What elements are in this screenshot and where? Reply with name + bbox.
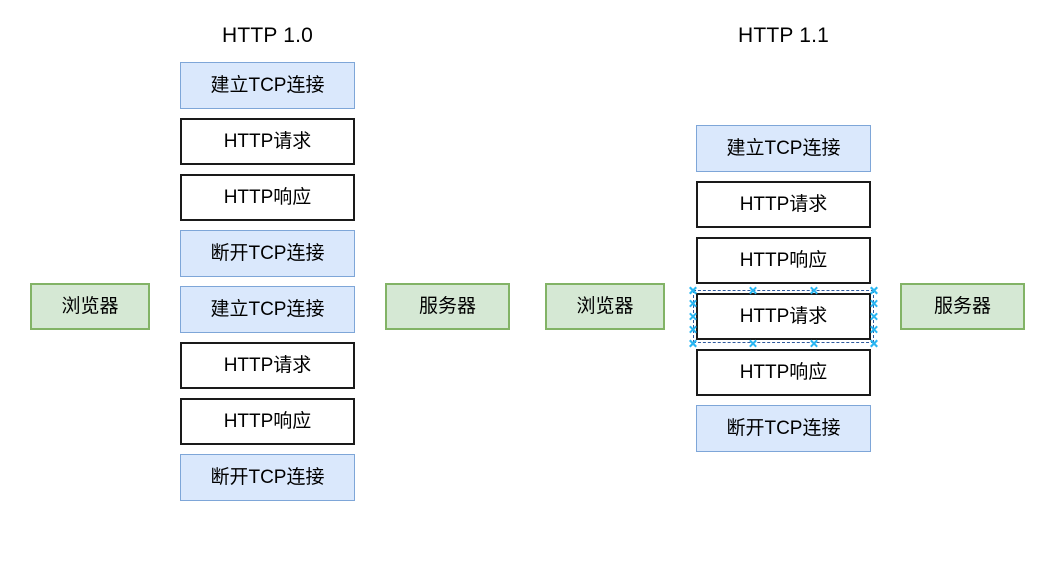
http10-step-box[interactable]: HTTP响应	[180, 398, 355, 445]
http10-step-box[interactable]: HTTP请求	[180, 118, 355, 165]
actor-box-browser-left[interactable]: 浏览器	[30, 283, 150, 330]
actor-label: 服务器	[933, 296, 991, 317]
step-label: 断开TCP连接	[210, 243, 325, 264]
http10-step-box[interactable]: 断开TCP连接	[180, 230, 355, 277]
step-label: HTTP响应	[223, 411, 312, 432]
step-label: HTTP请求	[739, 306, 828, 327]
actor-box-browser-right[interactable]: 浏览器	[545, 283, 665, 330]
http11-step-box[interactable]: HTTP响应	[696, 237, 871, 284]
http11-step-box[interactable]: HTTP请求	[696, 293, 871, 340]
step-label: 断开TCP连接	[210, 467, 325, 488]
actor-label: 服务器	[418, 296, 476, 317]
actor-label: 浏览器	[61, 296, 119, 317]
step-label: HTTP请求	[223, 131, 312, 152]
step-label: HTTP请求	[739, 194, 828, 215]
http11-step-box[interactable]: 建立TCP连接	[696, 125, 871, 172]
step-label: 建立TCP连接	[210, 75, 325, 96]
step-label: HTTP响应	[223, 187, 312, 208]
step-label: HTTP请求	[223, 355, 312, 376]
column-title-http10: HTTP 1.0	[221, 24, 314, 47]
http11-step-box[interactable]: HTTP响应	[696, 349, 871, 396]
step-label: 建立TCP连接	[210, 299, 325, 320]
step-label: HTTP响应	[739, 362, 828, 383]
step-label: HTTP响应	[739, 250, 828, 271]
step-label: 断开TCP连接	[726, 418, 841, 439]
step-label: 建立TCP连接	[726, 138, 841, 159]
actor-label: 浏览器	[576, 296, 634, 317]
http11-step-box[interactable]: HTTP请求	[696, 181, 871, 228]
http11-step-box[interactable]: 断开TCP连接	[696, 405, 871, 452]
http10-step-box[interactable]: 断开TCP连接	[180, 454, 355, 501]
actor-box-server-left[interactable]: 服务器	[385, 283, 510, 330]
actor-box-server-right[interactable]: 服务器	[900, 283, 1025, 330]
http10-step-box[interactable]: 建立TCP连接	[180, 286, 355, 333]
http10-step-box[interactable]: HTTP响应	[180, 174, 355, 221]
http10-step-box[interactable]: HTTP请求	[180, 342, 355, 389]
http10-step-box[interactable]: 建立TCP连接	[180, 62, 355, 109]
column-title-http11: HTTP 1.1	[737, 24, 830, 47]
